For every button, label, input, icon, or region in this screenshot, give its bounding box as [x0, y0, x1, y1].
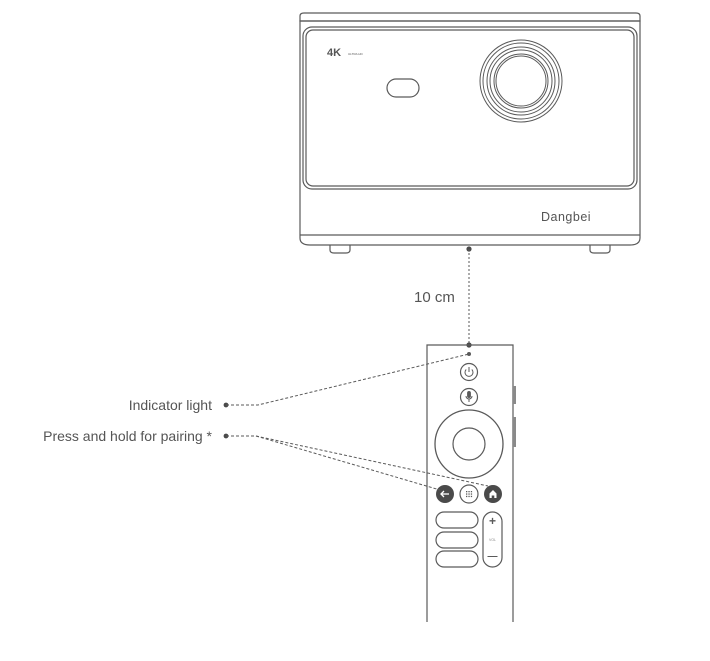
power-button[interactable]	[459, 362, 479, 382]
volume-up-icon[interactable]: +	[489, 514, 496, 528]
projector-foot-right	[589, 245, 611, 254]
callout-pairing	[223, 433, 489, 491]
remote-side-button-lower[interactable]	[513, 417, 516, 447]
shortcut-button-3[interactable]	[435, 550, 479, 568]
projector-top-edge	[299, 12, 641, 22]
volume-rocker[interactable]	[482, 511, 503, 568]
projector-sensor-window	[386, 78, 420, 98]
home-icon	[489, 490, 497, 498]
dpad-ok-button[interactable]	[452, 427, 486, 461]
projector-body	[299, 20, 641, 246]
projector-foot-left	[329, 245, 351, 254]
projector-front-panel	[302, 26, 638, 190]
projector-lens	[479, 39, 563, 123]
apps-button[interactable]	[459, 484, 479, 504]
remote-body	[426, 344, 514, 622]
grid-icon	[466, 491, 473, 498]
back-button[interactable]	[436, 485, 454, 503]
callout-indicator-leader	[226, 353, 470, 406]
projector-front-panel-inner	[305, 29, 635, 187]
distance-marker	[466, 246, 472, 348]
shortcut-button-1[interactable]	[435, 511, 479, 529]
remote-side-button-upper[interactable]	[513, 386, 516, 404]
callout-indicator-label: Indicator light	[129, 397, 212, 413]
dpad[interactable]	[434, 409, 504, 479]
power-icon	[464, 367, 474, 377]
volume-down-icon[interactable]: —	[488, 551, 498, 562]
projector-brand-label: Dangbei	[541, 210, 591, 224]
projector-badge-4k: 4K	[327, 47, 341, 59]
callout-pairing-label: Press and hold for pairing *	[43, 428, 212, 444]
projector	[299, 12, 641, 254]
microphone-icon	[465, 391, 473, 402]
shortcut-button-2[interactable]	[435, 531, 479, 549]
callout-pairing-leader-back	[226, 435, 441, 491]
distance-label: 10 cm	[414, 289, 455, 306]
callout-pairing-leader-home	[255, 435, 489, 487]
projector-badge-ultrahd: ULTRA HD	[348, 52, 363, 56]
callout-indicator	[223, 353, 470, 408]
indicator-light	[467, 352, 471, 356]
volume-label: VOL	[489, 538, 496, 542]
arrow-left-icon	[440, 490, 449, 498]
voice-button[interactable]	[459, 387, 479, 407]
home-button[interactable]	[484, 485, 502, 503]
remote-control	[426, 344, 516, 622]
